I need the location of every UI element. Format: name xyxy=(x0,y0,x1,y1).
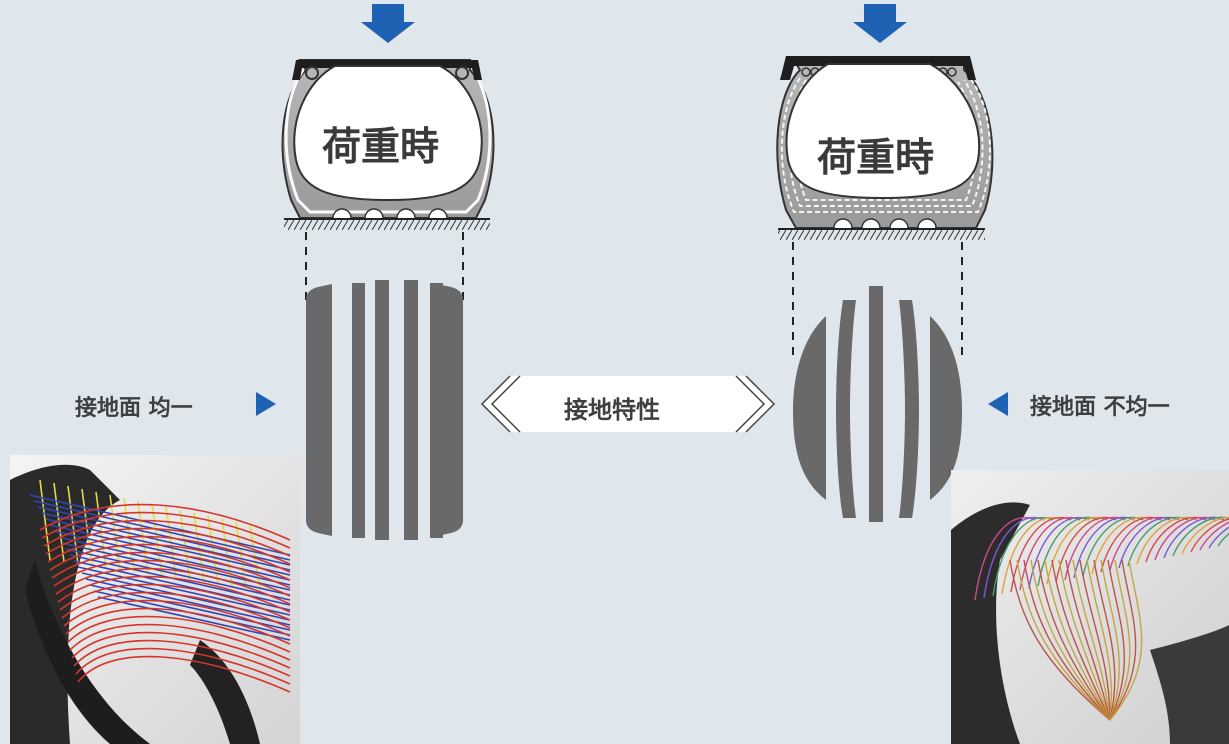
right-cord-radial xyxy=(1030,559,1111,721)
contact-characteristic-double-arrow xyxy=(480,375,776,433)
left-tire-cross-section xyxy=(281,59,495,219)
left-cord-red xyxy=(71,631,291,669)
left-cord-yellow xyxy=(95,491,107,569)
right-ground-hatch xyxy=(778,230,985,240)
left-cord-red xyxy=(45,527,291,565)
left-cord-blue xyxy=(65,548,291,601)
left-cord-red xyxy=(43,519,291,557)
right-cord-radial xyxy=(1065,559,1111,721)
right-cord-radial xyxy=(1072,559,1111,721)
left-cord-red xyxy=(39,503,291,541)
left-cord-red xyxy=(77,655,291,693)
left-cord-red xyxy=(57,575,291,613)
right-cord-radial xyxy=(1023,559,1111,721)
right-cord-arc xyxy=(1190,518,1229,553)
left-cord-blue xyxy=(41,512,291,571)
left-cord-yellow xyxy=(39,479,51,561)
left-cord-blue xyxy=(33,500,291,561)
left-cord-red xyxy=(67,615,291,653)
right-cord-radial xyxy=(1109,559,1137,721)
right-cord-radial xyxy=(1044,559,1111,721)
right-load-label: 荷重時 xyxy=(817,136,935,181)
left-cord-blue xyxy=(61,542,291,596)
left-cord-red xyxy=(73,639,291,677)
left-cord-yellow xyxy=(235,521,247,589)
right-cord-arc xyxy=(1217,532,1229,547)
right-contact-label: 接地面 不均一 xyxy=(1030,395,1170,420)
right-cord-radial xyxy=(1109,559,1143,721)
right-cord-arc xyxy=(1208,526,1229,549)
left-cord-red xyxy=(63,599,291,637)
left-contact-patch xyxy=(306,280,463,540)
right-pointer-triangle-icon xyxy=(988,392,1008,416)
left-cord-red xyxy=(65,607,291,645)
left-cord-red xyxy=(61,591,291,629)
left-cord-red xyxy=(55,567,291,605)
left-cord-red xyxy=(69,623,291,661)
left-cord-blue xyxy=(29,494,291,556)
left-cord-yellow xyxy=(179,509,191,581)
left-contact-label: 接地面 均一 xyxy=(75,396,193,421)
left-cord-red xyxy=(51,551,291,589)
left-cord-blue xyxy=(77,566,291,616)
right-load-arrow-icon xyxy=(853,4,907,43)
left-cord-red xyxy=(49,543,291,581)
right-tire-group xyxy=(776,4,994,522)
right-cord-arc xyxy=(1181,516,1229,555)
left-cord-red xyxy=(75,647,291,685)
right-cord-radial xyxy=(1051,559,1111,721)
left-cord-red xyxy=(59,583,291,621)
right-cord-radial xyxy=(1100,559,1120,721)
right-cord-radial xyxy=(1086,559,1113,721)
left-cord-blue xyxy=(53,530,291,586)
right-tire-cross-section xyxy=(776,56,994,229)
left-load-label: 荷重時 xyxy=(322,125,440,170)
right-cord-radial xyxy=(1037,559,1111,721)
left-cord-blue xyxy=(73,560,291,611)
right-cord-radial xyxy=(1093,559,1116,721)
right-cord-radial xyxy=(1058,559,1111,721)
left-tire-group xyxy=(281,4,495,540)
right-contact-patch xyxy=(793,286,962,522)
center-contact-characteristic-label: 接地特性 xyxy=(564,396,660,424)
right-cord-radial xyxy=(1109,559,1131,721)
left-cord-yellow xyxy=(221,518,233,587)
right-cord-arc xyxy=(1199,521,1229,551)
left-cord-yellow xyxy=(109,494,121,571)
left-cord-red xyxy=(53,559,291,597)
right-cord-structure-image xyxy=(951,470,1229,744)
left-load-arrow-icon xyxy=(361,4,415,43)
left-cord-structure-image xyxy=(10,455,300,744)
right-cord-radial xyxy=(1016,559,1111,721)
left-cord-blue xyxy=(97,596,291,641)
right-cord-radial xyxy=(1009,559,1111,721)
right-cord-radial xyxy=(1079,559,1111,721)
left-ground-hatch xyxy=(284,220,490,230)
left-cord-blue xyxy=(49,524,291,581)
left-cord-red xyxy=(47,535,291,573)
right-cord-radial xyxy=(1107,559,1125,721)
left-cord-red xyxy=(41,511,291,549)
left-pointer-triangle-icon xyxy=(256,392,276,416)
